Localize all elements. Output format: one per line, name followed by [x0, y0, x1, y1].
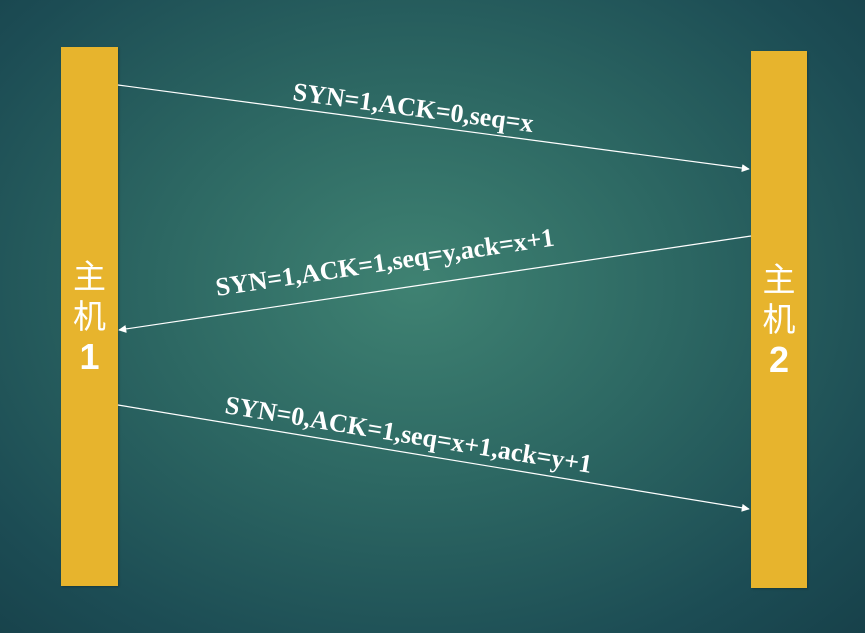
message-1-arrow — [117, 84, 750, 173]
host-2-number: 2 — [768, 338, 790, 380]
message-2-arrow — [118, 235, 752, 333]
host-1-number: 1 — [79, 335, 100, 377]
host-2-label-char-2: 机 — [762, 299, 796, 339]
host-2-bar: 主 机 2 — [751, 51, 807, 588]
host-1-bar: 主 机 1 — [61, 47, 118, 586]
message-3-arrow — [117, 404, 750, 512]
message-1-label: SYN=1,ACK=0,seq=x — [291, 77, 535, 138]
host-1-label-char-1: 主 — [73, 256, 106, 296]
host-1-label-char-2: 机 — [73, 296, 106, 336]
host-2-label-char-1: 主 — [762, 259, 796, 299]
message-3-label: SYN=0,ACK=1,seq=x+1,ack=y+1 — [223, 390, 594, 479]
